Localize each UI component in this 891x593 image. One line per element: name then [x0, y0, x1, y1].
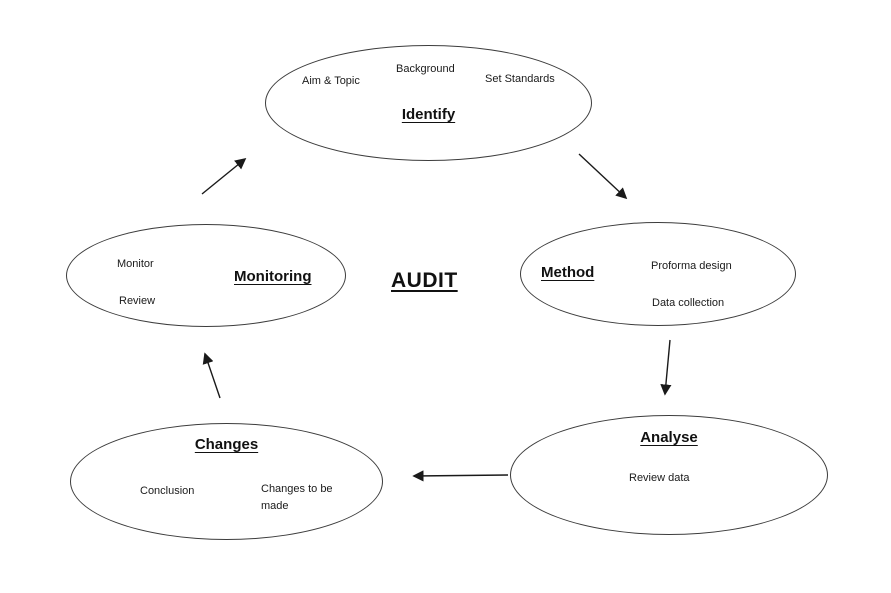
arrow-analyse-to-changes: [412, 470, 509, 482]
node-method: Method Proforma design Data collection: [520, 222, 796, 326]
label-changes-to-be-made: Changes to be made: [261, 483, 333, 512]
diagram-center-title: AUDIT: [391, 269, 458, 292]
arrow-monitoring-to-identify: [201, 157, 247, 195]
arrow-identify-to-method: [578, 153, 628, 200]
node-title-changes: Changes: [194, 436, 259, 453]
node-title-analyse: Analyse: [640, 429, 698, 446]
node-identify: Aim & Topic Background Set Standards Ide…: [265, 45, 592, 161]
label-proforma-design: Proforma design: [651, 260, 732, 272]
label-set-standards: Set Standards: [485, 73, 555, 85]
node-monitoring: Monitor Monitoring Review: [66, 224, 346, 327]
label-background: Background: [396, 63, 455, 75]
label-review-data: Review data: [629, 472, 690, 484]
label-monitor: Monitor: [117, 258, 154, 270]
label-data-collection: Data collection: [652, 297, 725, 309]
node-title-monitoring: Monitoring: [234, 268, 312, 285]
node-analyse: Analyse Review data: [510, 415, 828, 535]
node-title-identify: Identify: [401, 106, 456, 123]
label-conclusion: Conclusion: [140, 485, 195, 497]
node-changes: Changes Conclusion Changes to be made: [70, 423, 383, 540]
label-review: Review: [119, 295, 156, 307]
label-aim-topic: Aim & Topic: [302, 75, 360, 87]
arrow-method-to-analyse: [660, 339, 672, 396]
node-title-method: Method: [541, 264, 595, 281]
arrow-changes-to-monitoring: [202, 352, 221, 399]
